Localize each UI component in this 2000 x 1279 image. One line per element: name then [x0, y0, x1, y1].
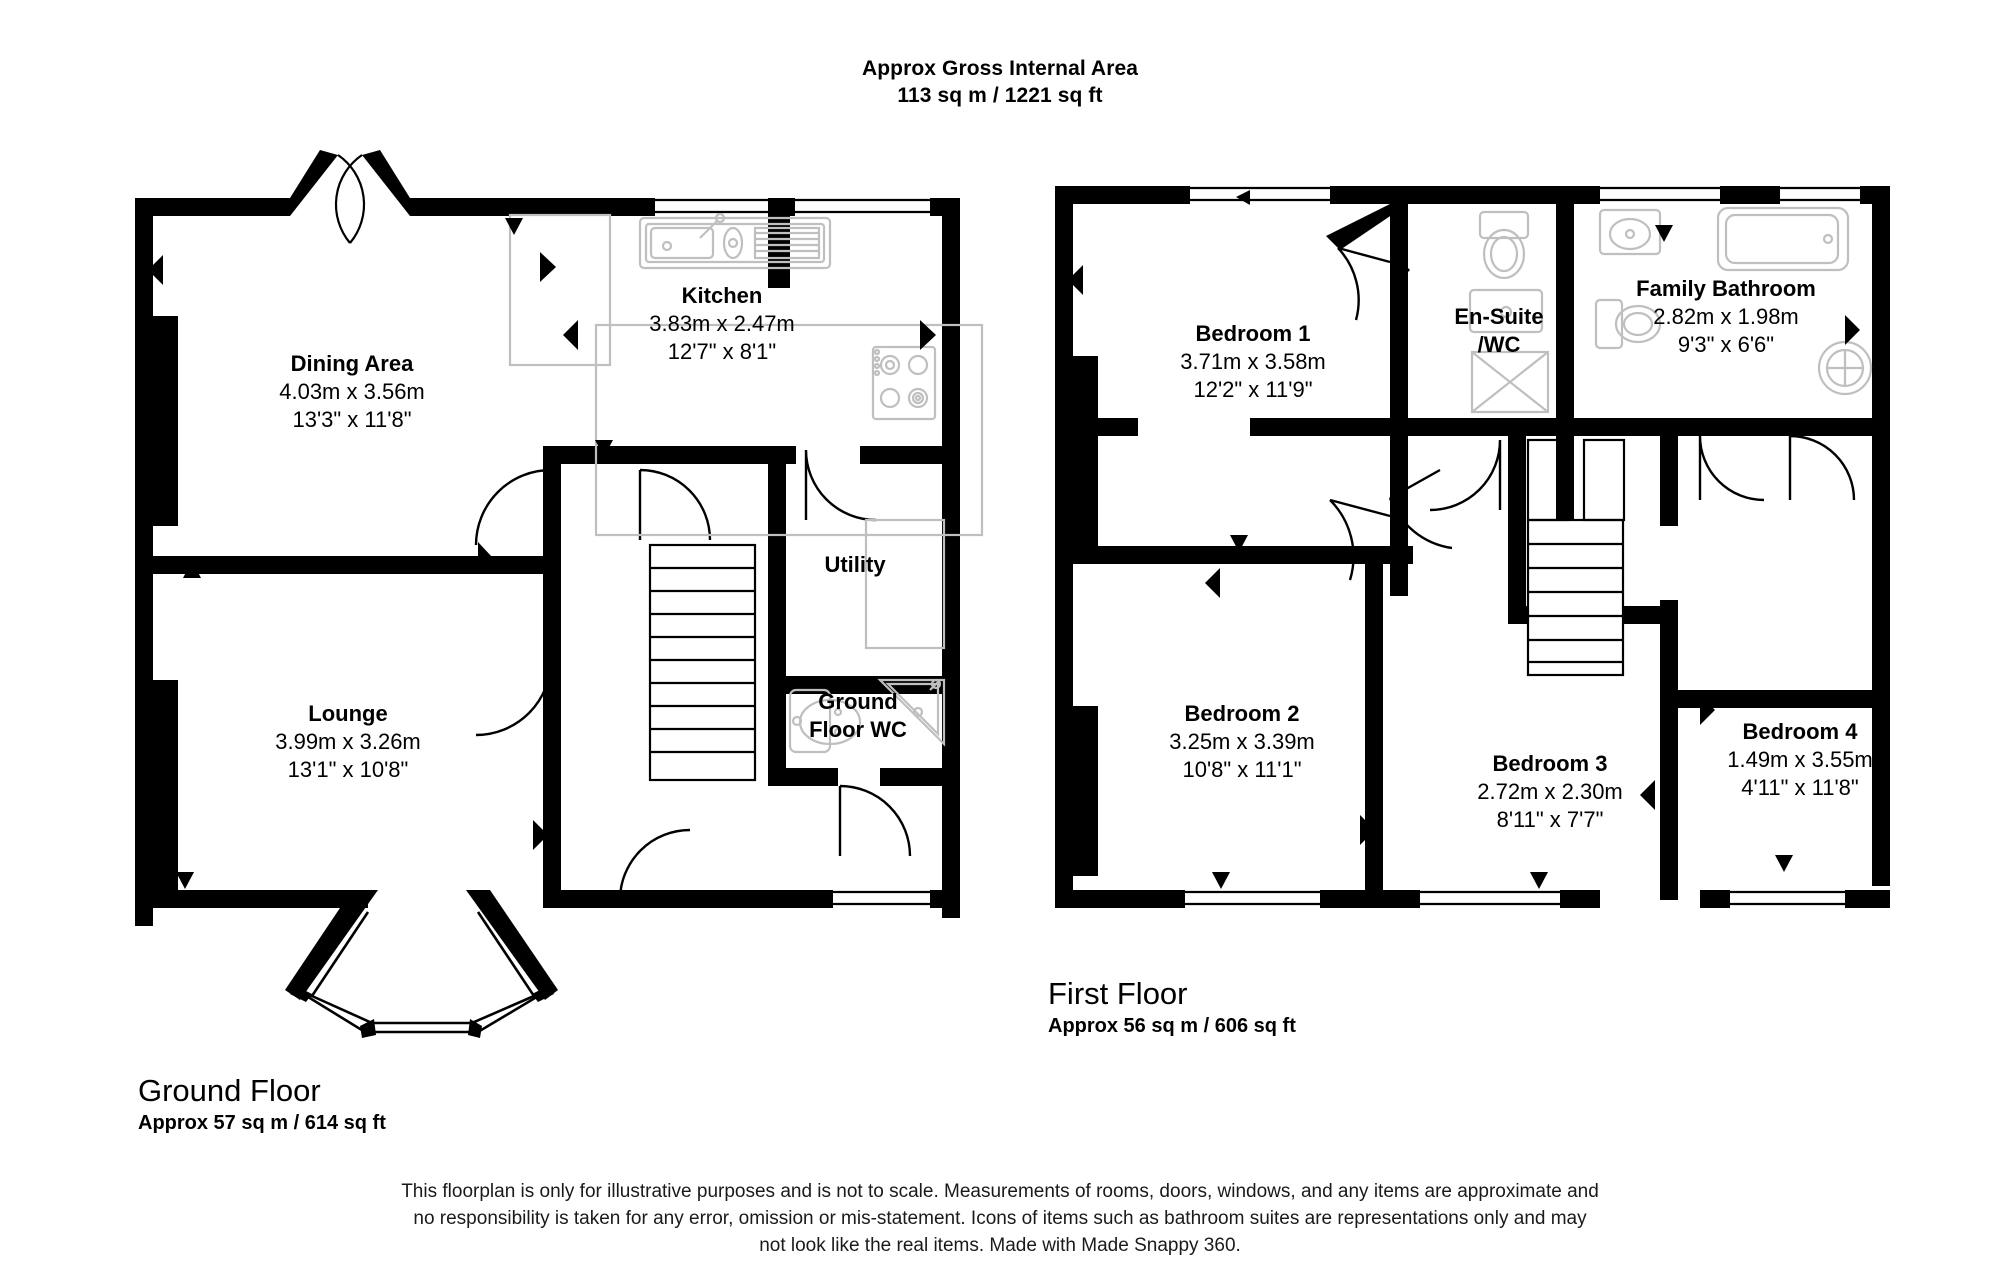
first-floor-plan [1055, 186, 1890, 908]
floor-area: Approx 57 sq m / 614 sq ft [138, 1112, 386, 1134]
first-floor-view-arrows [1068, 190, 1860, 889]
room-name: Dining Area [290, 351, 414, 376]
first-floor-stairs [1526, 438, 1626, 677]
lounge-bay-window-mullions [290, 986, 554, 1038]
room-label-dining-area: Dining Area 4.03m x 3.56m 13'3" x 11'8" [279, 350, 425, 434]
room-label-bedroom-2: Bedroom 2 3.25m x 3.39m 10'8" x 11'1" [1169, 700, 1315, 784]
room-name: Kitchen [681, 283, 763, 308]
room-name: Family Bathroom [1636, 276, 1816, 301]
first-floor-doors [1329, 246, 1856, 581]
room-label-bedroom-3: Bedroom 3 2.72m x 2.30m 8'11" x 7'7" [1477, 750, 1623, 834]
room-name: Bedroom 4 [1742, 719, 1858, 744]
bathroom-shower-icon [1817, 340, 1873, 396]
page-title: Approx Gross Internal Area 113 sq m / 12… [700, 55, 1300, 109]
room-label-ground-floor-wc: Ground Floor WC [809, 688, 907, 744]
room-name: Utility [824, 552, 886, 577]
ensuite-toilet-icon [1478, 210, 1530, 280]
ensuite-basin-icon [1468, 288, 1544, 334]
ensuite-shower-icon [1470, 350, 1550, 414]
kitchen-hob-icon [871, 345, 937, 421]
dining-french-doors [334, 154, 366, 244]
kitchen-sink-icon [638, 212, 832, 270]
room-name: Lounge [308, 701, 388, 726]
room-dims-metric: 4.03m x 3.56m [279, 379, 425, 404]
room-name-line2: Floor WC [809, 717, 907, 742]
ground-floor-caption: Ground Floor Approx 57 sq m / 614 sq ft [138, 1072, 386, 1137]
ground-floor-walls [135, 150, 960, 1000]
room-dims-metric: 1.49m x 3.55m [1727, 747, 1873, 772]
disclaimer-text: This floorplan is only for illustrative … [401, 1181, 1599, 1256]
room-label-bedroom-1: Bedroom 1 3.71m x 3.58m 12'2" x 11'9" [1180, 320, 1326, 404]
room-dims-metric: 2.82m x 1.98m [1653, 304, 1799, 329]
room-name: Bedroom 3 [1492, 751, 1608, 776]
room-dims-metric: 3.71m x 3.58m [1180, 349, 1326, 374]
kitchen-units [508, 213, 984, 537]
floor-name: Ground Floor [138, 1073, 321, 1108]
floor-name: First Floor [1048, 976, 1188, 1011]
ground-floor-windows [135, 198, 930, 906]
room-dims-metric: 3.25m x 3.39m [1169, 729, 1315, 754]
utility-units [864, 518, 946, 650]
bathroom-basin-icon [1598, 208, 1662, 256]
ground-floor-plan [135, 150, 984, 1038]
room-dims-imperial: 12'7" x 8'1" [667, 339, 777, 364]
room-label-kitchen: Kitchen 3.83m x 2.47m 12'7" x 8'1" [649, 282, 795, 366]
room-label-lounge: Lounge 3.99m x 3.26m 13'1" x 10'8" [275, 700, 421, 784]
room-label-family-bathroom: Family Bathroom 2.82m x 1.98m 9'3" x 6'6… [1636, 275, 1816, 359]
room-dims-imperial: 4'11" x 11'8" [1741, 775, 1859, 800]
room-name: Bedroom 1 [1195, 321, 1311, 346]
ground-floor-doors [474, 449, 912, 902]
room-dims-metric: 3.99m x 3.26m [275, 729, 421, 754]
room-name-line1: En-Suite [1454, 304, 1544, 329]
room-dims-imperial: 8'11" x 7'7" [1496, 807, 1604, 832]
room-label-bedroom-4: Bedroom 4 1.49m x 3.55m 4'11" x 11'8" [1727, 718, 1873, 802]
room-label-en-suite-wc: En-Suite /WC [1454, 303, 1543, 359]
bathroom-toilet-icon [1594, 298, 1662, 350]
wc-basin-icon [877, 678, 946, 747]
room-name-line2: /WC [1477, 332, 1521, 357]
gross-area-value: 113 sq m / 1221 sq ft [897, 84, 1103, 107]
bathroom-bath-icon [1716, 206, 1850, 272]
room-dims-imperial: 9'3" x 6'6" [1677, 332, 1775, 357]
room-dims-metric: 3.83m x 2.47m [649, 311, 795, 336]
room-label-utility: Utility [824, 551, 885, 579]
floor-area: Approx 56 sq m / 606 sq ft [1048, 1015, 1296, 1037]
room-name: Bedroom 2 [1184, 701, 1300, 726]
room-dims-imperial: 13'1" x 10'8" [287, 757, 409, 782]
ground-floor-stairs [648, 543, 757, 782]
room-dims-imperial: 12'2" x 11'9" [1193, 377, 1313, 402]
room-dims-imperial: 10'8" x 11'1" [1182, 757, 1302, 782]
ground-floor-view-arrows [148, 218, 936, 889]
room-dims-imperial: 13'3" x 11'8" [292, 407, 412, 432]
room-name-line1: Ground [818, 689, 898, 714]
first-floor-windows [1185, 186, 1860, 906]
gross-area-label: Approx Gross Internal Area [861, 57, 1139, 80]
wc-toilet-icon [788, 688, 862, 754]
first-floor-caption: First Floor Approx 56 sq m / 606 sq ft [1048, 975, 1296, 1040]
room-dims-metric: 2.72m x 2.30m [1477, 779, 1623, 804]
